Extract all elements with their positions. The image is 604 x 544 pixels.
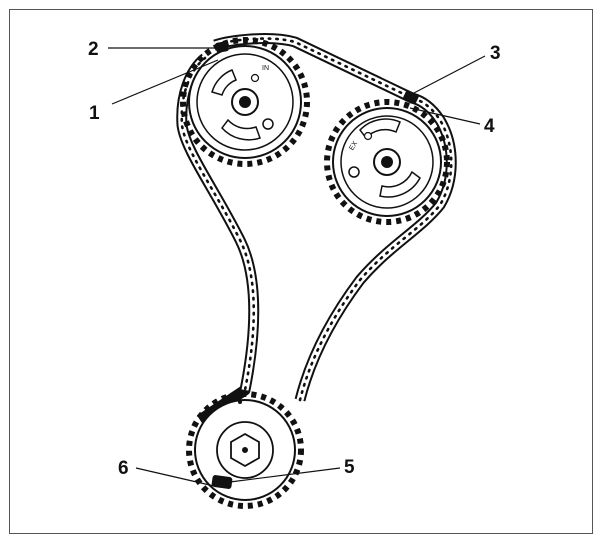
callout-2: 2 [88,39,99,60]
timing-chain [176,33,457,425]
callout-1: 1 [89,103,100,124]
leader-5 [229,467,341,483]
svg-text:EX: EX [348,140,359,152]
svg-text:IN: IN [262,65,269,72]
leader-4 [409,107,481,125]
figure-frame [9,9,593,534]
callout-labels: 2 1 3 4 5 6 [88,39,501,479]
callout-6: 6 [118,458,129,479]
right-cam-sprocket: EX [324,90,450,225]
left-cam-sprocket: IN [180,37,310,167]
callout-leaders [108,47,486,487]
leader-3 [409,55,486,96]
callout-3: 3 [490,43,501,64]
leader-1 [111,59,219,105]
callout-5: 5 [344,457,355,478]
callout-4: 4 [484,116,495,137]
leader-6 [135,467,215,487]
crankshaft-sprocket [186,391,304,509]
